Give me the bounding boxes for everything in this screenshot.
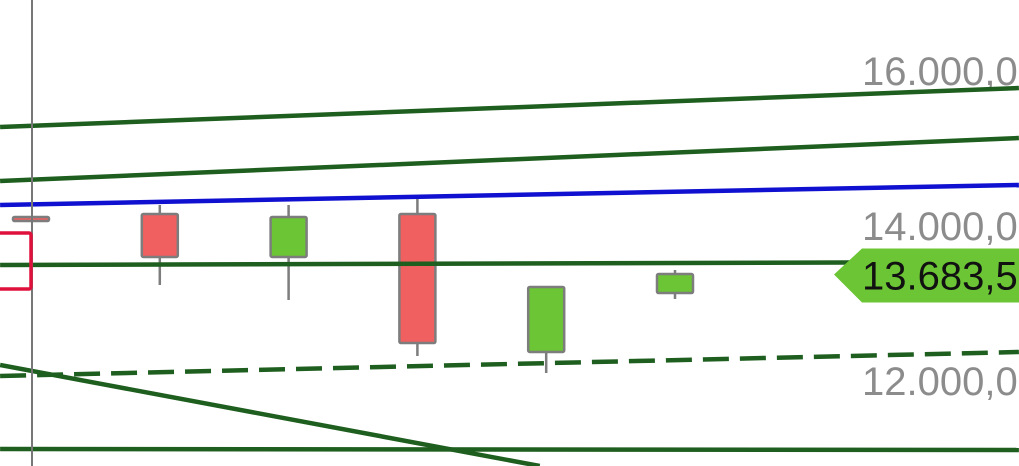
candle[interactable] <box>398 194 437 357</box>
trend-line <box>0 85 1019 130</box>
y-tick-label: 12.000,0 <box>862 360 1018 404</box>
selected-candle-marker <box>0 231 33 291</box>
dashed-trend-line <box>0 349 1019 379</box>
trend-line <box>0 446 1019 453</box>
last-price-badge <box>834 248 1019 303</box>
candle-body <box>526 285 566 354</box>
candle-body <box>269 215 308 259</box>
trend-line <box>0 135 1019 184</box>
trend-line <box>0 182 1019 208</box>
candle[interactable] <box>269 204 308 300</box>
candle[interactable] <box>526 285 566 373</box>
y-tick-label: 14.000,0 <box>862 205 1018 249</box>
y-tick-label: 16.000,0 <box>862 50 1018 94</box>
candle[interactable] <box>140 204 180 286</box>
candle-body <box>655 272 695 295</box>
last-price-label: 13.683,5 <box>862 255 1018 299</box>
candle[interactable] <box>655 269 695 299</box>
candle-body <box>140 212 180 259</box>
candle-body <box>398 212 437 345</box>
